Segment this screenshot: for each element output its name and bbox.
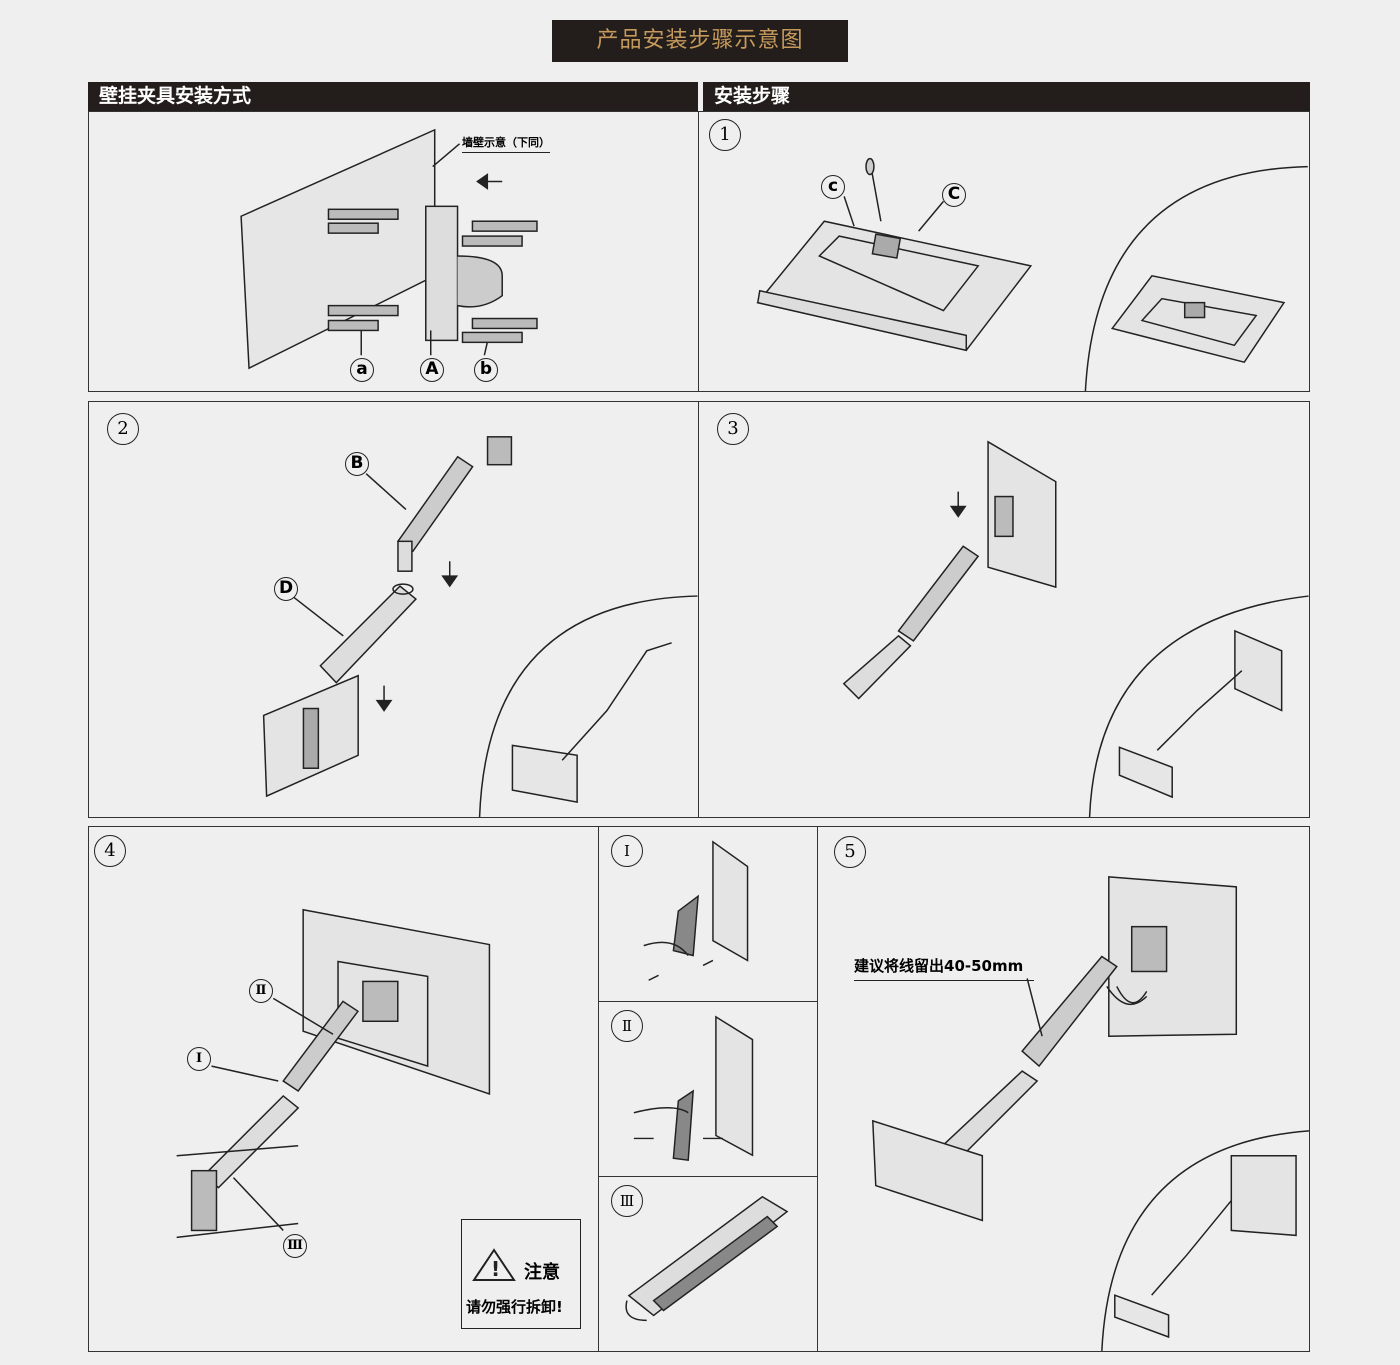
substep-I-illustration: [643, 840, 749, 981]
substep-I-panel: Ⅰ: [598, 826, 818, 1002]
step2-panel: 2 B D: [88, 401, 699, 818]
header-install-steps: 安装步骤: [703, 82, 1310, 111]
warning-message: 请勿强行拆卸!: [466, 1298, 563, 1316]
substep-III-illustration: [625, 1195, 789, 1322]
step2-illustration: [262, 436, 698, 817]
substep-II-panel: Ⅱ: [598, 1001, 818, 1177]
substep-III-number: Ⅲ: [611, 1185, 643, 1217]
cable-note: 建议将线留出40-50mm: [854, 955, 1034, 981]
page-title: 产品安装步骤示意图: [552, 20, 848, 62]
warning-title: 注意: [524, 1262, 560, 1283]
step4-illustration: [176, 908, 491, 1239]
substep-III-panel: Ⅲ: [598, 1176, 818, 1352]
header-wall-mount: 壁挂夹具安装方式: [88, 82, 698, 111]
step1-illustration: [756, 157, 1308, 391]
label-D: D: [274, 577, 298, 601]
substep-I-number: Ⅰ: [611, 835, 643, 867]
label-II: Ⅱ: [249, 979, 273, 1003]
label-A: A: [420, 358, 444, 382]
label-B: B: [345, 452, 369, 476]
step5-number: 5: [834, 836, 866, 868]
label-C: C: [942, 183, 966, 207]
step3-panel: 3: [698, 401, 1310, 818]
step3-number: 3: [717, 413, 749, 445]
substep-II-illustration: [633, 1015, 754, 1162]
step2-number: 2: [107, 413, 139, 445]
step3-illustration: [842, 440, 1309, 817]
substep-II-number: Ⅱ: [611, 1010, 643, 1042]
svg-text:!: !: [491, 1257, 500, 1281]
wall-mount-panel: 墙壁示意（下同） a A b: [88, 111, 699, 392]
step5-panel: 5 建议将线留出40-50mm: [817, 826, 1310, 1352]
label-I: Ⅰ: [187, 1047, 211, 1071]
label-b: b: [474, 358, 498, 382]
step1-number: 1: [709, 119, 741, 151]
label-a: a: [350, 358, 374, 382]
wall-mount-illustration: [240, 128, 538, 370]
step5-illustration: [871, 876, 1309, 1351]
label-III: Ⅲ: [283, 1234, 307, 1258]
warning-box: ! 注意 请勿强行拆卸!: [461, 1219, 581, 1329]
step4-number: 4: [94, 835, 126, 867]
label-c: c: [821, 175, 845, 199]
step1-panel: 1 c C: [698, 111, 1310, 392]
wall-note: 墙壁示意（下同）: [462, 134, 550, 153]
warning-icon: !: [472, 1248, 516, 1281]
